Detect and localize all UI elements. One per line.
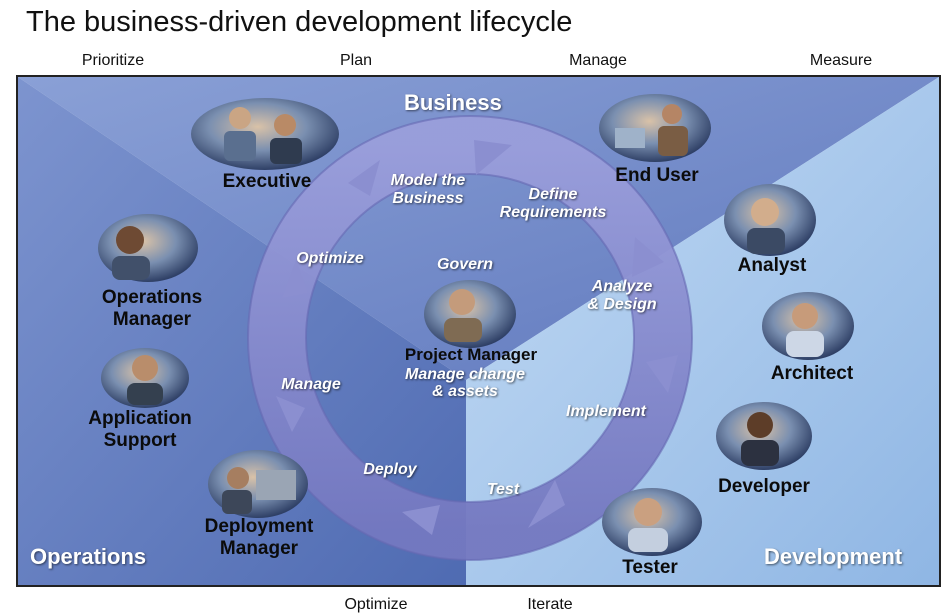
role-architect: Architect: [770, 363, 854, 384]
arrow-head-top-left: [348, 160, 380, 196]
arrow-head-bottom-left: [402, 505, 440, 535]
lifecycle-ring: [248, 116, 692, 560]
zone-operations: Operations: [30, 544, 147, 569]
architect-photo: [762, 292, 854, 360]
arrow-head-right-upper: [632, 237, 664, 277]
application-support-photo: [101, 348, 189, 408]
arrow-head-left: [276, 396, 305, 432]
role-operations-manager-line2: Manager: [112, 309, 192, 330]
role-deployment-manager-line1: Deployment: [204, 516, 314, 537]
step-define-requirements-line2: Requirements: [499, 204, 607, 221]
center-role-project-manager: Project Manager: [404, 345, 538, 364]
zone-development: Development: [764, 544, 903, 569]
end-user-photo: [599, 94, 711, 162]
step-define-requirements-line1: Define: [528, 186, 578, 203]
step-deploy: Deploy: [363, 461, 417, 478]
step-model-business-line1: Model the: [390, 172, 466, 189]
step-model-business-line2: Business: [392, 190, 464, 207]
step-define-requirements: Define Requirements: [500, 186, 607, 222]
step-analyze-design-line1: Analyze: [591, 278, 653, 295]
phase-prioritize: Prioritize: [81, 52, 145, 69]
role-application-support-line2: Support: [103, 430, 177, 451]
arrow-head-right-lower: [646, 355, 678, 393]
role-operations-manager: Operations Manager: [102, 287, 202, 331]
role-end-user: End User: [615, 165, 699, 186]
center-subtitle: Manage change & assets: [405, 366, 525, 400]
step-manage: Manage: [281, 376, 341, 393]
arrow-head-top: [474, 140, 512, 175]
phase-optimize: Optimize: [344, 596, 408, 613]
diagram-title: The business-driven development lifecycl…: [26, 6, 573, 38]
step-model-business: Model the Business: [391, 172, 466, 208]
role-deployment-manager: Deployment Manager: [205, 516, 314, 560]
center-subtitle-line2: & assets: [432, 383, 498, 400]
step-optimize: Optimize: [296, 250, 364, 267]
arrow-head-bottom-right: [528, 480, 565, 528]
tester-photo: [602, 488, 702, 556]
step-test: Test: [486, 481, 520, 498]
step-implement: Implement: [565, 403, 647, 420]
arrow-head-left-upper: [282, 260, 308, 298]
role-executive: Executive: [222, 171, 312, 192]
project-manager-photo: [424, 280, 516, 348]
deployment-manager-photo: [208, 450, 308, 518]
center-govern: Govern: [436, 256, 494, 273]
phase-iterate: Iterate: [527, 596, 573, 613]
role-tester: Tester: [622, 557, 678, 578]
analyst-photo: [724, 184, 816, 256]
center-subtitle-line1: Manage change: [404, 366, 526, 383]
phase-plan: Plan: [339, 52, 373, 69]
step-analyze-design: Analyze & Design: [587, 278, 656, 314]
role-application-support-line1: Application: [88, 408, 192, 429]
role-application-support: Application Support: [88, 408, 191, 452]
step-analyze-design-line2: & Design: [587, 296, 657, 313]
executive-photo: [191, 98, 339, 170]
role-developer: Developer: [718, 476, 810, 497]
zone-business: Business: [404, 90, 502, 115]
operations-manager-photo: [98, 214, 198, 282]
phase-measure: Measure: [809, 52, 873, 69]
developer-photo: [716, 402, 812, 470]
role-analyst: Analyst: [737, 255, 807, 276]
role-deployment-manager-line2: Manager: [219, 538, 299, 559]
role-operations-manager-line1: Operations: [101, 287, 203, 308]
phase-manage: Manage: [569, 52, 627, 69]
